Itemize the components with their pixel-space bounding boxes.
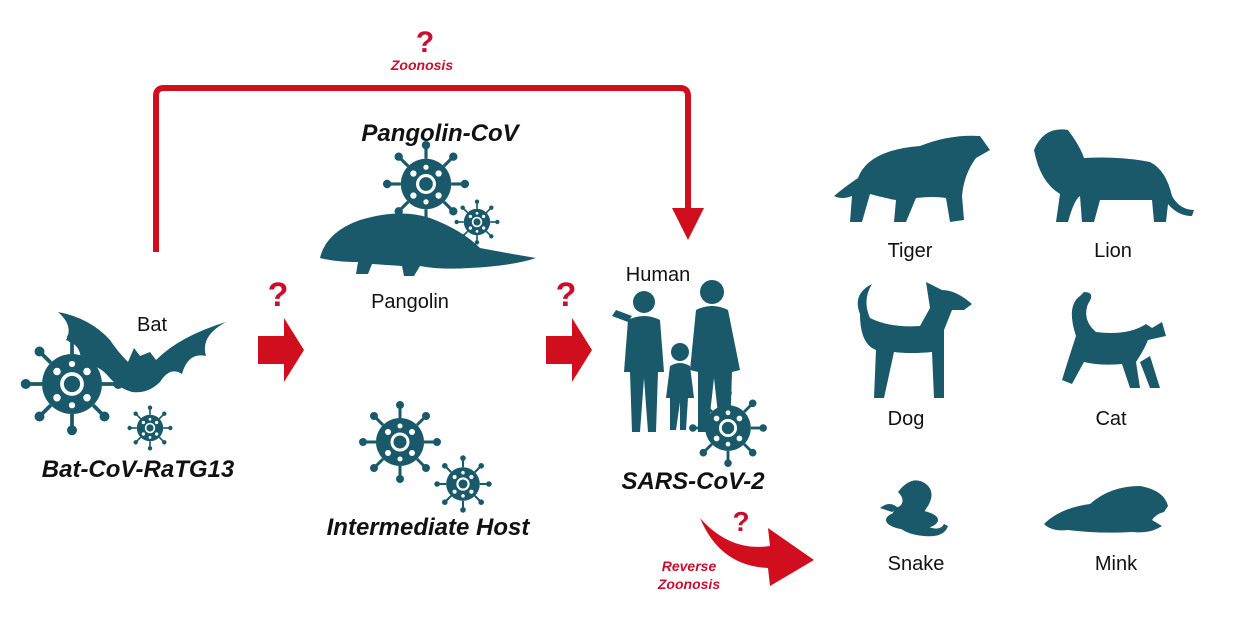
dog-icon xyxy=(857,282,972,398)
mink-icon xyxy=(1044,486,1168,533)
bat-cov-label: Bat-CoV-RaTG13 xyxy=(41,456,235,483)
mink-label: Mink xyxy=(1094,553,1138,575)
dog-label: Dog xyxy=(887,408,925,430)
pangolin-icon xyxy=(320,213,536,276)
virus-icon xyxy=(126,404,174,452)
lion-icon xyxy=(1034,129,1194,222)
reverse-question-mark: ? xyxy=(732,506,750,537)
bat-label: Bat xyxy=(136,314,168,336)
reverse-label-1: Reverse xyxy=(661,558,717,574)
zoonosis-label: Zoonosis xyxy=(390,57,454,73)
arrow-icon xyxy=(258,318,592,382)
reverse-label-2: Zoonosis xyxy=(657,576,721,592)
intermediate-host-label: Intermediate Host xyxy=(326,514,530,541)
virus-icon xyxy=(687,387,769,469)
virus-icon xyxy=(433,454,493,514)
virus-icon xyxy=(357,399,443,485)
bat-icon xyxy=(58,312,226,393)
zoonosis-question-mark: ? xyxy=(415,26,435,59)
pangolin-label: Pangolin xyxy=(371,291,449,313)
zoonosis-arrow xyxy=(153,85,704,252)
question-mark-2: ? xyxy=(555,276,577,314)
snake-label: Snake xyxy=(887,553,945,575)
tiger-icon xyxy=(834,135,990,222)
reverse-zoonosis-arrow xyxy=(700,518,814,586)
human-family-icon xyxy=(612,280,740,432)
tiger-label: Tiger xyxy=(887,240,933,262)
lion-label: Lion xyxy=(1094,240,1132,262)
cat-label: Cat xyxy=(1095,408,1127,430)
snake-icon xyxy=(880,480,948,537)
pangolin-cov-label: Pangolin-CoV xyxy=(361,120,519,147)
human-label: Human xyxy=(625,264,691,286)
virus-icon xyxy=(381,139,471,229)
question-mark-1: ? xyxy=(267,276,289,314)
cat-icon xyxy=(1062,292,1166,388)
sars-cov-2-label: SARS-CoV-2 xyxy=(621,468,765,495)
virus-icon xyxy=(18,330,126,438)
virus-icon xyxy=(453,198,501,246)
